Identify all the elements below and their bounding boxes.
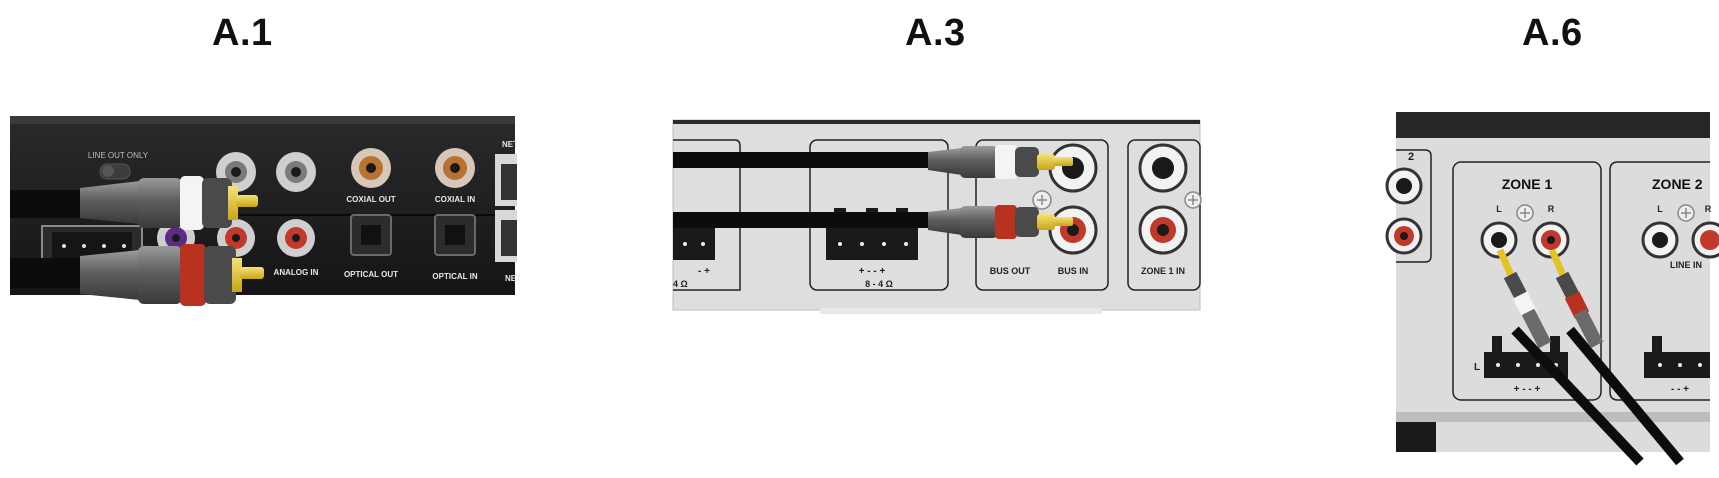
panel-a1: LINE OUT ONLY COXIAL OUT COXIAL IN ANALO… — [10, 116, 521, 306]
analog-in-jack-right[interactable] — [277, 219, 315, 257]
optical-out-label: OPTICAL OUT — [344, 270, 398, 279]
zone1-in-label: ZONE 1 IN — [1141, 266, 1185, 276]
line-in-label: LINE IN — [1670, 260, 1702, 270]
bus-out-label: BUS OUT — [990, 266, 1031, 276]
a3-screw-icon-right — [1184, 191, 1202, 209]
a6-device-body — [1396, 112, 1710, 452]
zone2-r-label: R — [1705, 204, 1712, 214]
a3-rca-cable-red[interactable] — [673, 205, 1073, 239]
a1-jack-top-2[interactable] — [276, 152, 316, 192]
a6-jack-left-white[interactable] — [1385, 167, 1423, 205]
optical-in-port[interactable] — [434, 214, 476, 256]
zone1-in-jack-white[interactable] — [1138, 143, 1188, 193]
bus-in-label: BUS IN — [1058, 266, 1089, 276]
zone2-l-label: L — [1657, 204, 1663, 214]
line-out-only-label: LINE OUT ONLY — [88, 151, 149, 160]
network-port-top[interactable] — [495, 154, 517, 206]
coaxial-in-jack[interactable] — [435, 148, 475, 188]
a6-jack-left-red[interactable] — [1385, 217, 1423, 255]
zone1-l-label: L — [1496, 204, 1502, 214]
a1-rca-cable-red[interactable] — [10, 244, 264, 306]
optical-out-port[interactable] — [350, 214, 392, 256]
bus-out-jack-top[interactable] — [1048, 143, 1098, 193]
bus-in-jack-red[interactable] — [1048, 205, 1098, 255]
zone1-jack-r[interactable] — [1532, 221, 1570, 259]
a6-rca-cable-red[interactable] — [1548, 248, 1684, 466]
a6-screw-icon-zone2 — [1677, 204, 1695, 222]
zone1-jack-l[interactable] — [1480, 221, 1518, 259]
optical-in-label: OPTICAL IN — [432, 272, 477, 281]
a6-screw-icon — [1516, 204, 1534, 222]
coaxial-out-label: COXIAL OUT — [346, 195, 395, 204]
a3-left-ohm: 4 Ω — [673, 279, 688, 289]
panel-title-a3: A.3 — [905, 12, 966, 54]
a3-terminal-left[interactable] — [673, 228, 715, 260]
zone1-in-jack-red[interactable] — [1138, 205, 1188, 255]
panel-title-a1: A.1 — [212, 12, 273, 54]
zone2-jack-r[interactable] — [1691, 221, 1719, 259]
zone1-pins-label: + - - + — [1514, 384, 1541, 395]
coaxial-in-label: COXIAL IN — [435, 195, 476, 204]
zone1-title: ZONE 1 — [1502, 176, 1553, 192]
panel-a6: 2 ZONE 1 ZONE 2 L R L R LINE IN L + - - … — [1385, 112, 1719, 466]
coaxial-out-jack[interactable] — [351, 148, 391, 188]
zone2-pins-label: - - + — [1671, 384, 1689, 395]
zone2-jack-l[interactable] — [1641, 221, 1679, 259]
zone2-title: ZONE 2 — [1652, 176, 1703, 192]
line-out-only-switch[interactable] — [99, 163, 131, 180]
zone2-terminal-block[interactable] — [1644, 336, 1710, 378]
net-label-bottom: NET — [505, 274, 521, 283]
a6-rca-cable-white[interactable] — [1496, 248, 1644, 466]
a3-mid-ohm: 8 - 4 Ω — [865, 279, 893, 289]
a3-screw-icon — [1032, 190, 1052, 210]
net-label-top: NET — [502, 140, 518, 149]
zone1-block-l-label: L — [1474, 362, 1480, 373]
a1-rca-cable-white[interactable] — [10, 176, 258, 230]
a6-left-number: 2 — [1408, 151, 1414, 163]
panel-a3: - + 4 Ω + - - + 8 - 4 Ω BUS OUT BUS IN Z… — [672, 119, 1202, 314]
analog-in-label: ANALOG IN — [274, 268, 319, 277]
zone1-r-label: R — [1548, 204, 1555, 214]
a3-left-pins: - + — [698, 266, 710, 277]
panel-title-a6: A.6 — [1522, 12, 1583, 54]
a3-rca-cable-white[interactable] — [673, 145, 1073, 179]
a3-mid-pins: + - - + — [859, 266, 886, 277]
network-port-bottom[interactable] — [495, 210, 517, 262]
